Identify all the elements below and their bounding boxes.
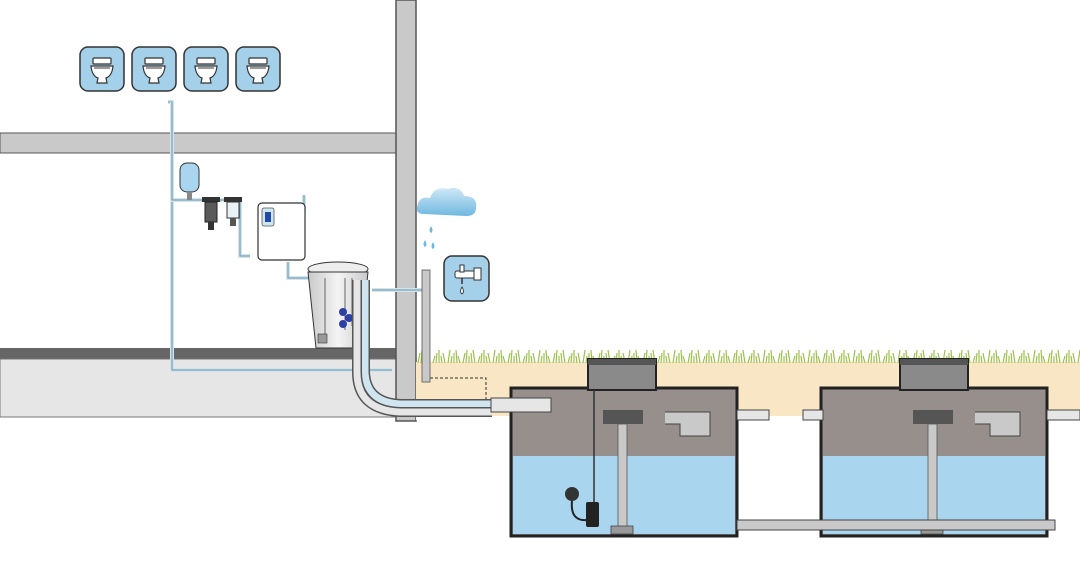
pressure-vessel-icon bbox=[179, 162, 200, 200]
grass-blades bbox=[417, 349, 1080, 364]
control-unit-icon bbox=[257, 202, 306, 261]
toilet-icon bbox=[235, 46, 281, 92]
toilet-icon bbox=[131, 46, 177, 92]
downpipe bbox=[421, 269, 431, 383]
submersible-pump-icon bbox=[565, 390, 599, 527]
underground-cistern-icon bbox=[490, 358, 770, 538]
overflow-line bbox=[430, 377, 487, 402]
water-tap-icon bbox=[443, 255, 490, 302]
toilet-icon bbox=[79, 46, 125, 92]
grass-strip bbox=[417, 349, 1080, 364]
upper-floor-slab bbox=[0, 132, 417, 154]
exterior-wall bbox=[395, 0, 417, 422]
toilet-icons bbox=[79, 46, 281, 92]
water-filter-icon bbox=[224, 197, 242, 226]
water-filter-icon bbox=[202, 197, 220, 230]
tank-connecting-pipe bbox=[736, 519, 1056, 531]
ground-floor-top bbox=[0, 348, 416, 359]
toilet-icon bbox=[183, 46, 229, 92]
rain-cloud-icon bbox=[416, 187, 477, 249]
